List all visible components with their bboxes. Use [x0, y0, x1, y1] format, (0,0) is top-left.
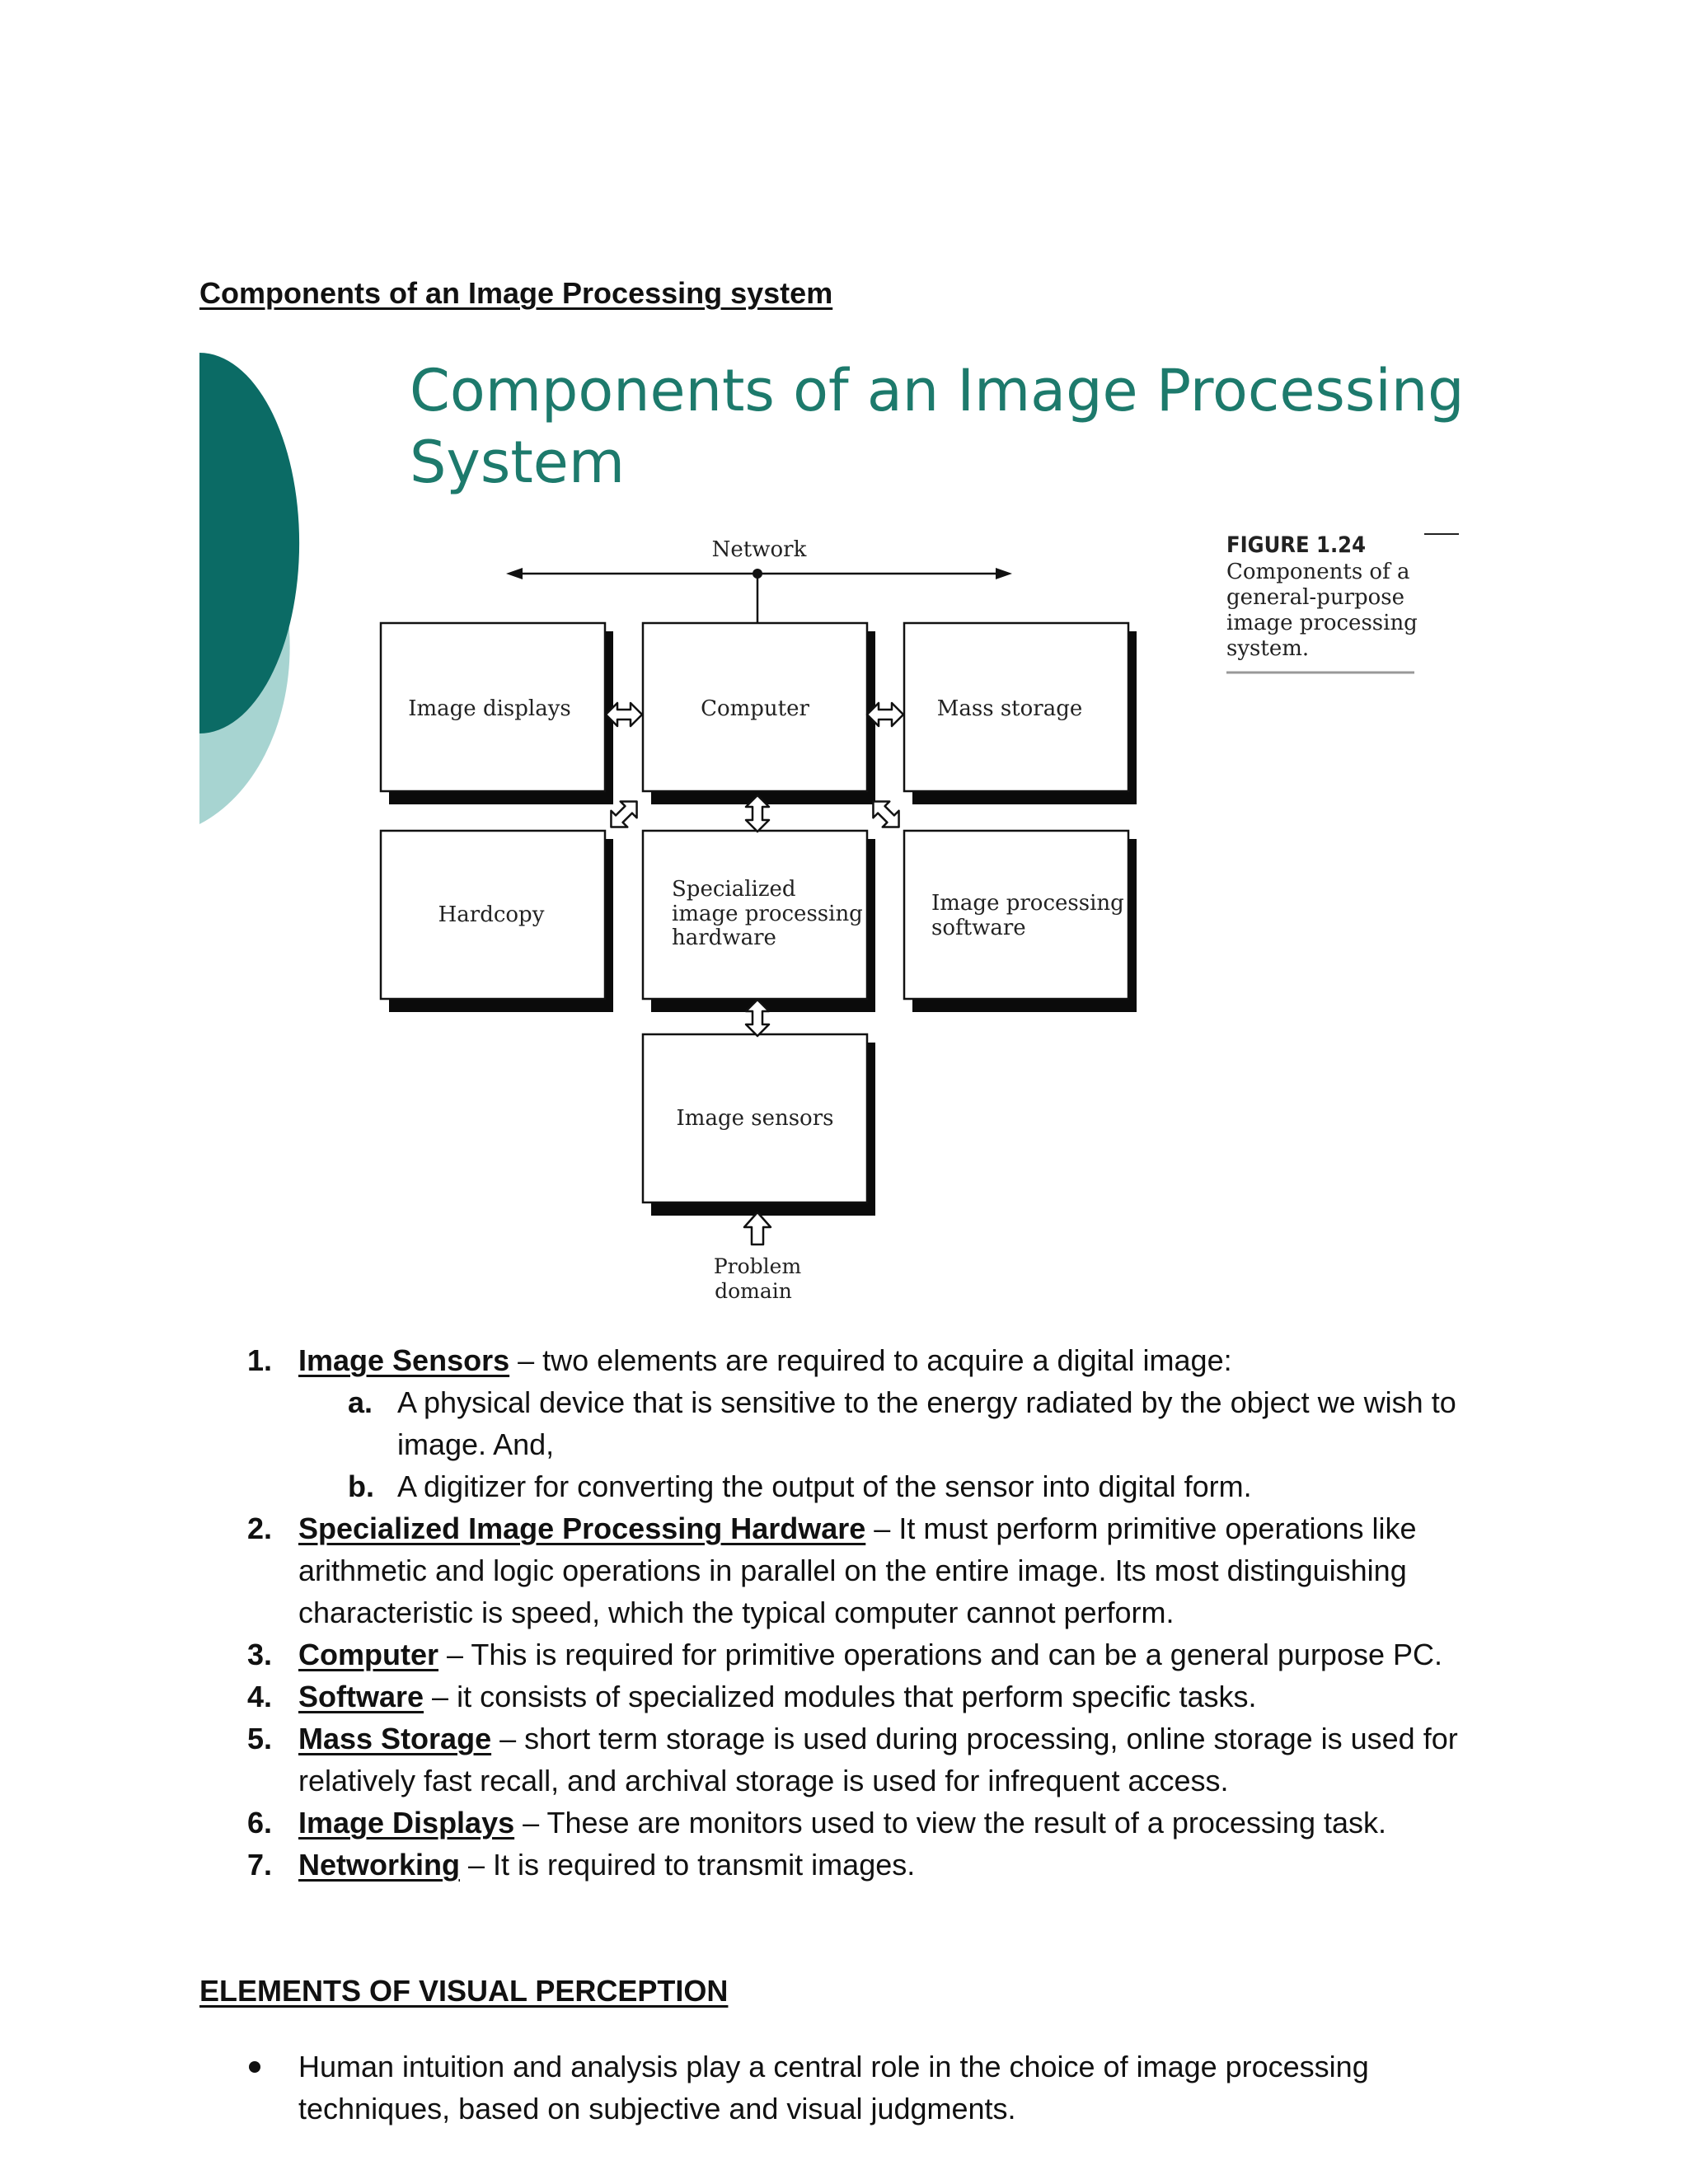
item-term: Software [298, 1680, 424, 1713]
box-image-processing-software: Image processing software [903, 829, 1137, 1012]
item-number: 3. [247, 1638, 273, 1671]
item-desc: – short term storage is used during proc… [298, 1722, 1458, 1797]
list-item: 3. Computer – This is required for primi… [199, 1633, 1502, 1675]
item-desc: – two elements are required to acquire a… [509, 1343, 1232, 1377]
components-figure: Components of an Image Processing System… [199, 346, 1515, 1319]
item-term: Image Displays [298, 1806, 515, 1840]
item-number: 2. [247, 1511, 273, 1545]
sub-item-letter: b. [348, 1469, 374, 1503]
sub-list-item: a. A physical device that is sensitive t… [199, 1381, 1502, 1465]
dark-teal-shape [199, 353, 300, 733]
svg-text:Hardcopy: Hardcopy [438, 902, 545, 927]
box-computer: Computer [641, 621, 875, 804]
item-number: 6. [247, 1806, 273, 1840]
list-item: 1. Image Sensors – two elements are requ… [199, 1339, 1502, 1381]
item-number: 1. [247, 1343, 273, 1377]
slide-title-line1: Components of an Image Processing [410, 357, 1465, 424]
section-heading-components: Components of an Image Processing system [199, 276, 833, 310]
svg-text:image processing: image processing [672, 902, 863, 926]
list-item: 4. Software – it consists of specialized… [199, 1675, 1502, 1718]
box-specialized-hardware: Specialized image processing hardware [641, 829, 875, 1012]
box-hardcopy: Hardcopy [379, 829, 613, 1012]
figure-caption-line: system. [1226, 636, 1309, 661]
list-item: 5. Mass Storage – short term storage is … [199, 1718, 1502, 1802]
figure-caption-line: Components of a [1226, 560, 1409, 584]
box-mass-storage: Mass storage [903, 621, 1137, 804]
sub-item-letter: a. [348, 1385, 373, 1419]
svg-text:Mass storage: Mass storage [937, 696, 1082, 721]
network-arrow-left [506, 568, 523, 579]
bullet-text: Human intuition and analysis play a cent… [298, 2050, 1369, 2125]
box-image-displays: Image displays [379, 621, 613, 804]
item-term: Image Sensors [298, 1343, 510, 1377]
svg-text:Specialized: Specialized [672, 877, 796, 902]
network-label: Network [712, 537, 807, 562]
item-desc: – This is required for primitive operati… [438, 1638, 1443, 1671]
slide-title-line2: System [410, 429, 625, 496]
bullet-item: Human intuition and analysis play a cent… [199, 2046, 1502, 2130]
bullet-dot-icon [249, 2061, 260, 2073]
sub-item-text: A digitizer for converting the output of… [397, 1469, 1252, 1503]
item-desc: – it consists of specialized modules tha… [424, 1680, 1257, 1713]
item-number: 7. [247, 1848, 273, 1882]
list-item: 2. Specialized Image Processing Hardware… [199, 1507, 1502, 1633]
item-number: 4. [247, 1680, 273, 1713]
item-desc: – It is required to transmit images. [460, 1848, 916, 1882]
figure-caption-line: general-purpose [1226, 585, 1404, 610]
bullet-list: Human intuition and analysis play a cent… [199, 2046, 1502, 2130]
svg-text:Image displays: Image displays [408, 696, 571, 721]
problem-domain-label: Problem [714, 1254, 802, 1278]
section-heading-visual-perception: ELEMENTS OF VISUAL PERCEPTION [199, 1974, 729, 2008]
svg-text:software: software [931, 916, 1026, 940]
figure-caption-line: image processing [1226, 611, 1418, 635]
svg-text:Computer: Computer [701, 696, 809, 721]
item-desc: – It must perform primitive operations l… [298, 1511, 1417, 1629]
svg-text:Image processing: Image processing [931, 891, 1124, 916]
figure-caption-title: FIGURE 1.24 [1226, 532, 1366, 558]
item-term: Networking [298, 1848, 461, 1882]
list-item: 6. Image Displays – These are monitors u… [199, 1802, 1502, 1844]
svg-text:Image sensors: Image sensors [677, 1106, 834, 1131]
sub-item-text: A physical device that is sensitive to t… [397, 1385, 1456, 1461]
up-arrow-problem-domain [743, 1211, 772, 1246]
item-desc: – These are monitors used to view the re… [514, 1806, 1386, 1840]
list-item: 7. Networking – It is required to transm… [199, 1844, 1502, 1886]
item-number: 5. [247, 1722, 273, 1755]
components-list: 1. Image Sensors – two elements are requ… [199, 1339, 1502, 1886]
svg-text:hardware: hardware [672, 926, 776, 950]
network-arrow-right [996, 568, 1012, 579]
item-term: Specialized Image Processing Hardware [298, 1511, 866, 1545]
item-term: Mass Storage [298, 1722, 492, 1755]
sub-list-item: b. A digitizer for converting the output… [199, 1465, 1502, 1507]
box-image-sensors: Image sensors [641, 1033, 875, 1216]
item-term: Computer [298, 1638, 438, 1671]
problem-domain-label: domain [715, 1279, 792, 1303]
